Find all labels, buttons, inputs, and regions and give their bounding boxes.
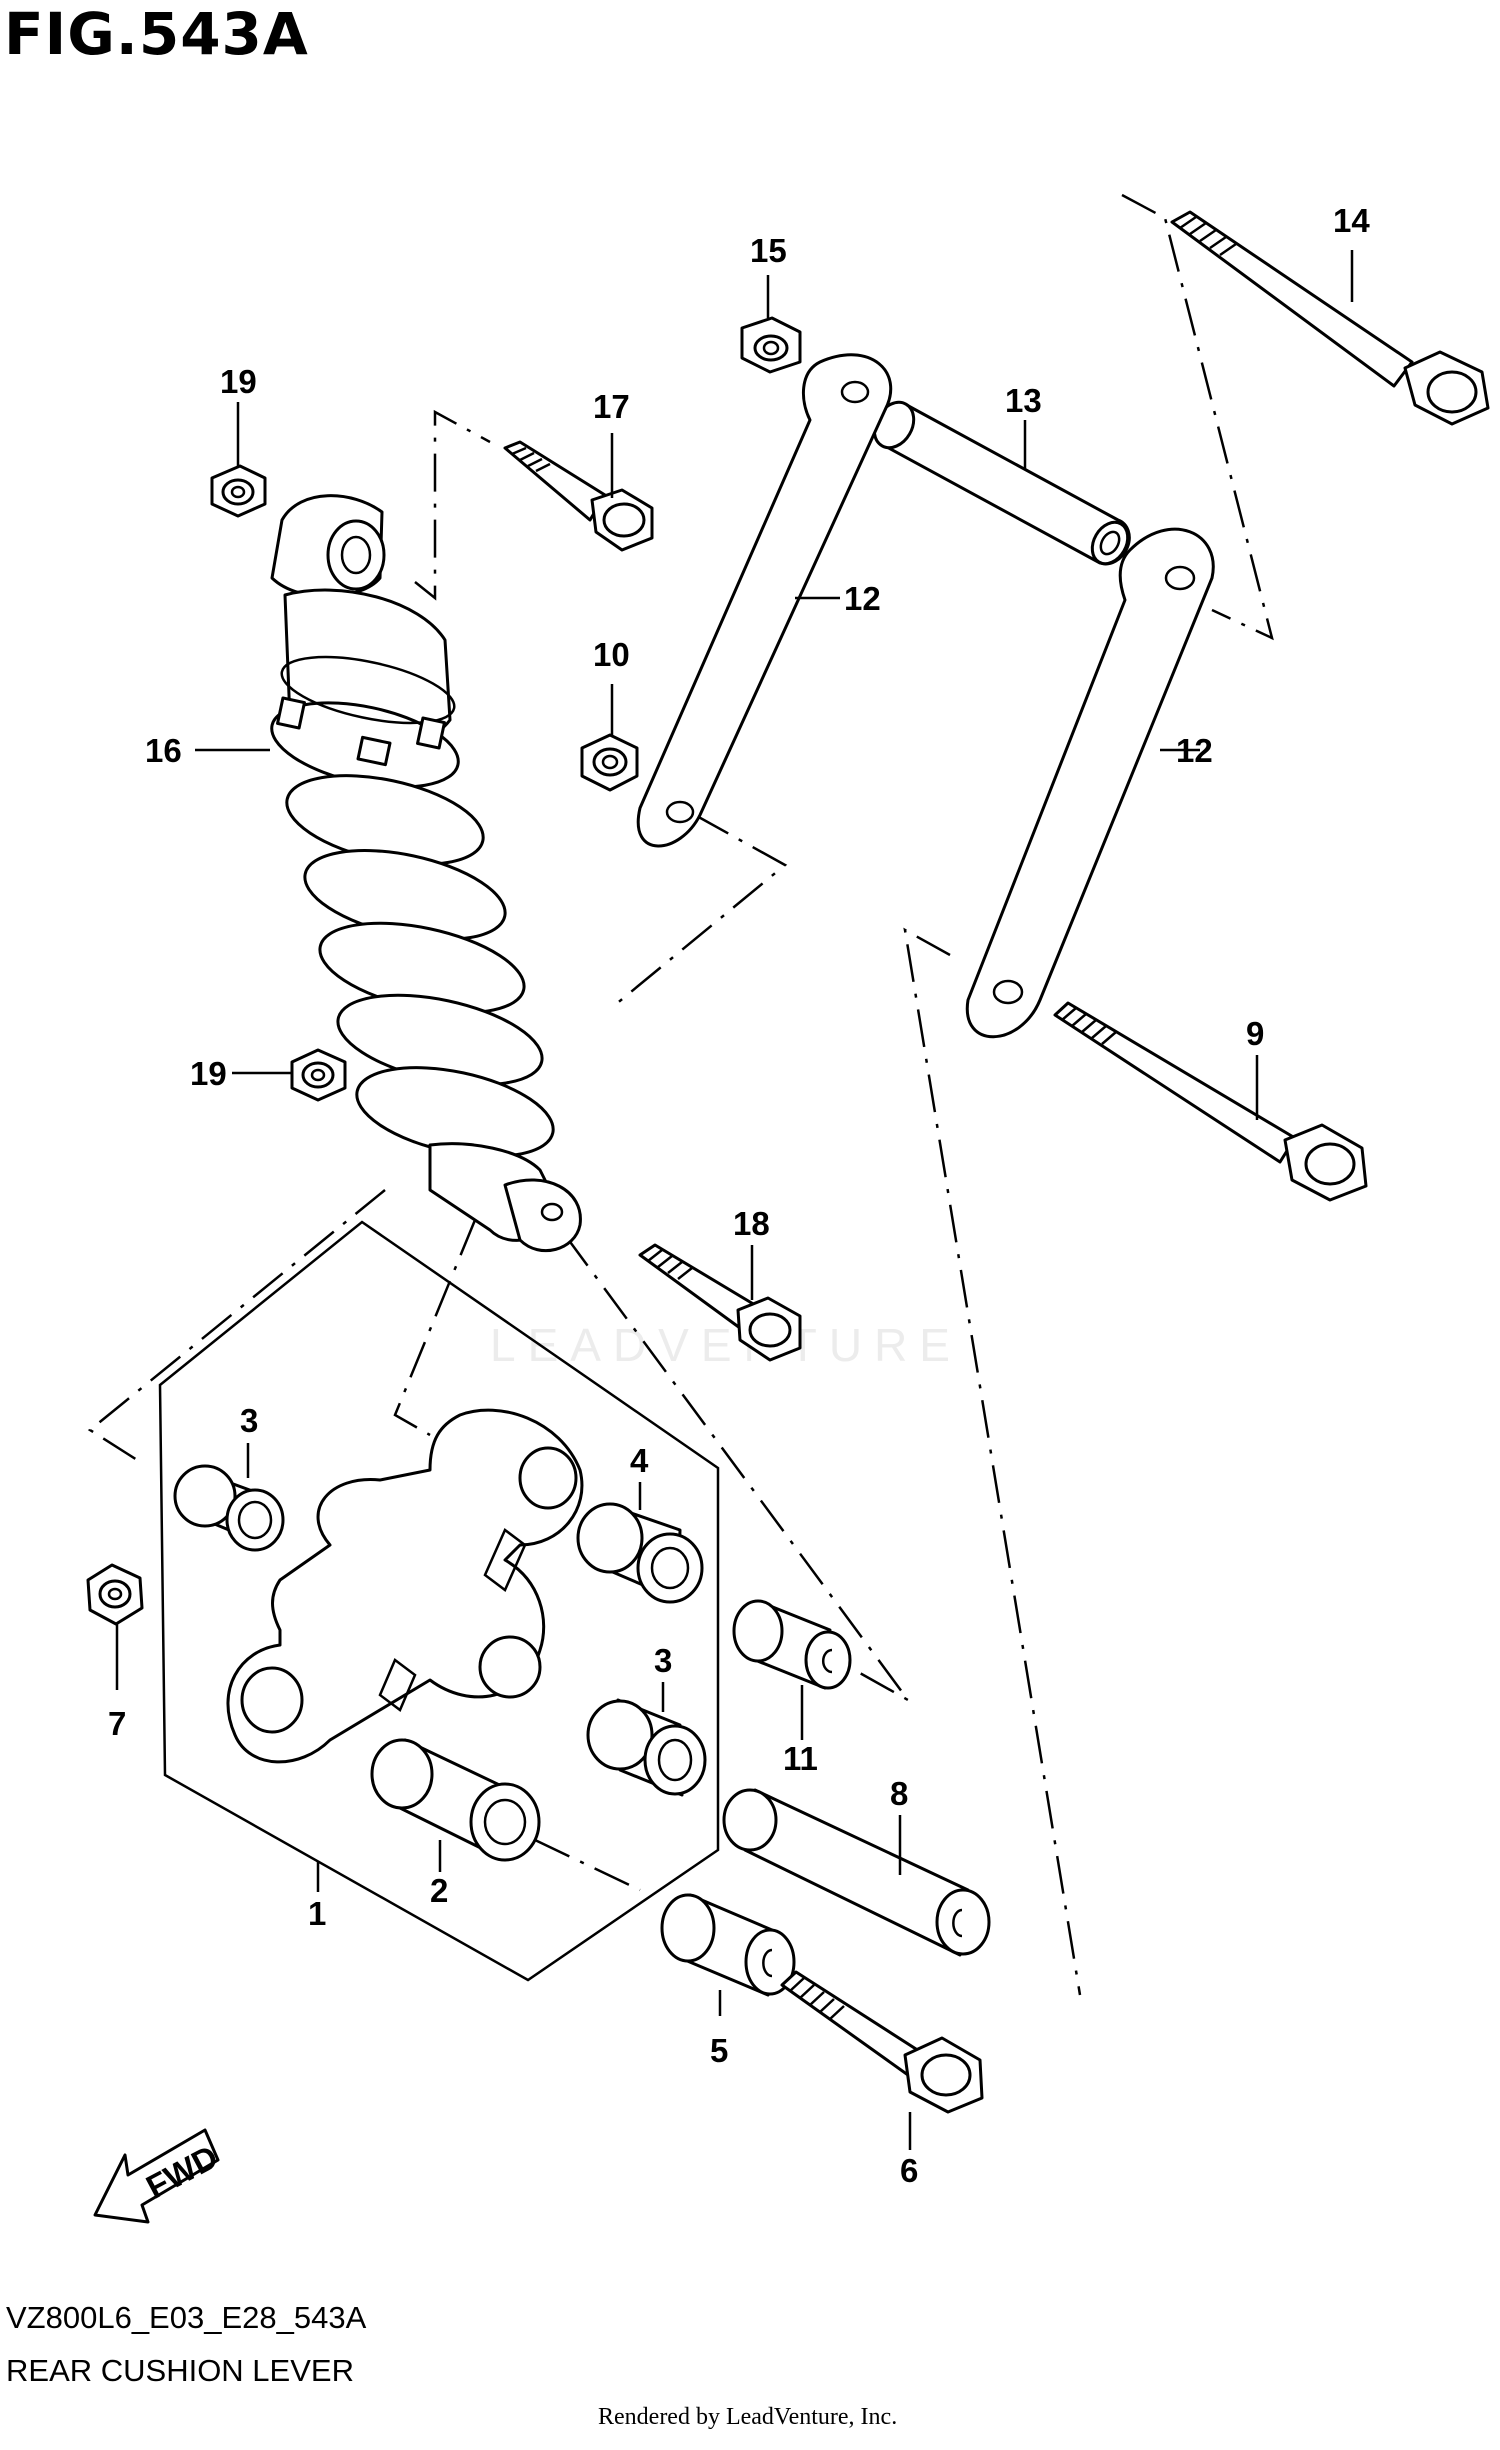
callout-19-middle: 19 <box>190 1055 227 1092</box>
callout-13: 13 <box>1005 382 1042 419</box>
callout-12-rear: 12 <box>1176 732 1213 769</box>
bolt-6 <box>780 1970 984 2114</box>
callout-1: 1 <box>308 1895 326 1932</box>
callout-6: 6 <box>900 2152 918 2189</box>
sleeve-8 <box>722 1788 991 1957</box>
callout-19-top: 19 <box>220 363 257 400</box>
callout-16: 16 <box>145 732 182 769</box>
callout-12-front: 12 <box>844 580 881 617</box>
bolt-18 <box>638 1243 802 1362</box>
nut-7 <box>86 1563 144 1626</box>
bearing-4 <box>576 1502 704 1604</box>
bolt-17 <box>503 440 654 552</box>
bolt-14 <box>1170 210 1490 426</box>
callout-4: 4 <box>630 1442 649 1479</box>
render-credit: Rendered by LeadVenture, Inc. <box>598 2404 898 2430</box>
nut-15 <box>740 316 802 374</box>
callout-9: 9 <box>1246 1015 1264 1052</box>
bearing-3-right <box>586 1698 707 1797</box>
bearing-3-left <box>173 1464 285 1552</box>
rear-shock-absorber-16 <box>270 494 582 1253</box>
link-12-front <box>636 353 893 848</box>
callout-labels: 19 15 17 10 14 13 16 12 12 9 19 18 3 4 3… <box>108 202 1370 2189</box>
callout-5: 5 <box>710 2032 728 2069</box>
callout-3-left: 3 <box>240 1402 258 1439</box>
callout-10: 10 <box>593 636 630 673</box>
figure-title: FIG.543A <box>4 0 309 68</box>
link-12-rear <box>965 527 1215 1039</box>
diagram-code: VZ800L6_E03_E28_543A <box>6 2300 367 2335</box>
callout-11: 11 <box>783 1740 818 1777</box>
lever-assembly-outline <box>158 1220 720 1982</box>
spacer-11 <box>732 1599 852 1690</box>
callout-17: 17 <box>593 388 630 425</box>
cushion-lever-1 <box>226 1408 584 1764</box>
bolt-9 <box>1053 1001 1368 1202</box>
callout-15: 15 <box>750 232 787 269</box>
nut-19-top <box>210 464 267 518</box>
callout-2: 2 <box>430 1872 448 1909</box>
nut-10 <box>580 733 639 792</box>
nut-19-middle <box>290 1048 347 1102</box>
sleeve-13 <box>872 400 1131 566</box>
callout-7: 7 <box>108 1705 126 1742</box>
fwd-direction-arrow: FWD <box>93 2128 224 2224</box>
callout-18: 18 <box>733 1205 770 1242</box>
diagram-name: REAR CUSHION LEVER <box>6 2353 354 2388</box>
bearing-2 <box>370 1738 541 1862</box>
callout-8: 8 <box>890 1775 908 1812</box>
callout-3-right: 3 <box>654 1642 672 1679</box>
spacer-5 <box>660 1893 796 1997</box>
callout-14: 14 <box>1333 202 1370 239</box>
leader-lines <box>115 250 1354 2150</box>
assembly-guide-lines <box>87 193 1274 1996</box>
